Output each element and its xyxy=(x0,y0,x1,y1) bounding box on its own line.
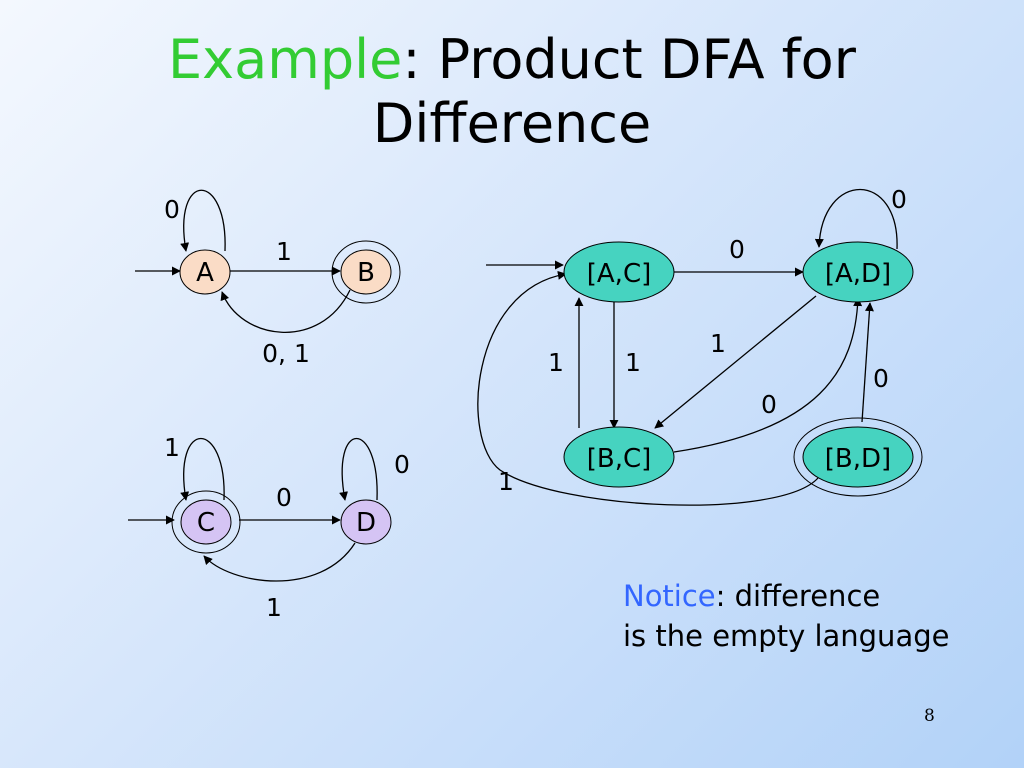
dfa1-state-a-label: A xyxy=(196,258,214,288)
product-label-bc-to-ad: 0 xyxy=(761,390,777,419)
dfa1-state-b-outer-ring xyxy=(331,240,401,304)
dfa2-edge-d-to-c xyxy=(203,542,356,582)
dfa1-label-b-to-a: 0, 1 xyxy=(262,339,310,368)
dfa2-self-loop-c xyxy=(180,438,225,501)
product-label-bc-to-ac: 1 xyxy=(548,348,564,377)
product-label-ac-to-ad: 0 xyxy=(729,235,745,264)
product-state-bd xyxy=(802,426,914,488)
notice-text: Notice: difference is the empty language xyxy=(623,576,949,656)
page-number: 8 xyxy=(924,706,935,726)
product-label-bd-to-ac: 1 xyxy=(498,467,514,496)
product-self-loop-ad xyxy=(814,188,898,250)
dfa2-label-self-loop-d: 0 xyxy=(394,450,410,479)
title-accent: Example xyxy=(168,28,403,91)
dfa2-label-self-loop-c: 1 xyxy=(164,433,180,462)
dfa1-state-a xyxy=(179,249,231,295)
dfa2-state-d xyxy=(340,499,392,545)
product-dfa: [A,C] [A,D] [B,C] [B,D] 0 0 1 1 1 0 0 1 xyxy=(477,185,923,506)
dfa2-label-d-to-c: 1 xyxy=(266,593,282,622)
dfa1-label-a-to-b: 1 xyxy=(276,237,292,266)
product-state-bc xyxy=(563,426,675,488)
product-state-ac-label: [A,C] xyxy=(587,259,652,289)
dfa2-self-loop-d xyxy=(339,438,378,501)
product-label-ac-to-bc: 1 xyxy=(625,348,641,377)
dfa2-label-c-to-d: 0 xyxy=(276,483,292,512)
dfa2-state-c xyxy=(180,499,232,545)
dfa1-edge-b-to-a xyxy=(220,289,351,333)
product-edge-bc-to-ad xyxy=(673,297,863,453)
title-line2: Difference xyxy=(372,92,652,155)
product-edge-bd-to-ac xyxy=(477,270,819,506)
product-label-ad-self-loop: 0 xyxy=(891,185,907,214)
product-state-ad-label: [A,D] xyxy=(825,259,891,289)
product-state-bd-label: [B,D] xyxy=(825,444,891,474)
dfa1: A B 0 1 0, 1 xyxy=(135,189,401,368)
product-state-ad xyxy=(802,241,914,303)
dfa1-label-self-loop-a: 0 xyxy=(164,195,180,224)
dfa1-state-b-label: B xyxy=(357,258,375,288)
dfa2-state-c-label: C xyxy=(197,508,215,538)
dfa1-self-loop-a xyxy=(180,189,226,252)
product-edge-ad-to-bc xyxy=(654,295,817,429)
notice-line2: is the empty language xyxy=(623,619,950,653)
dfa2-state-c-outer-ring xyxy=(171,490,241,554)
title-line1: : Product DFA for xyxy=(402,28,856,91)
product-edge-bd-to-ad xyxy=(861,302,874,423)
product-state-ac xyxy=(563,241,675,303)
notice-accent: Notice xyxy=(623,579,716,613)
dfa2-state-d-label: D xyxy=(356,508,376,538)
dfa2: C D 1 0 0 1 xyxy=(128,433,410,622)
product-state-bd-outer-ring xyxy=(793,417,923,497)
dfa1-state-b xyxy=(340,249,392,295)
product-label-ad-to-bc: 1 xyxy=(710,329,726,358)
product-label-bd-to-ad: 0 xyxy=(873,364,889,393)
notice-rest: : difference xyxy=(715,579,881,613)
product-state-bc-label: [B,C] xyxy=(587,444,652,474)
